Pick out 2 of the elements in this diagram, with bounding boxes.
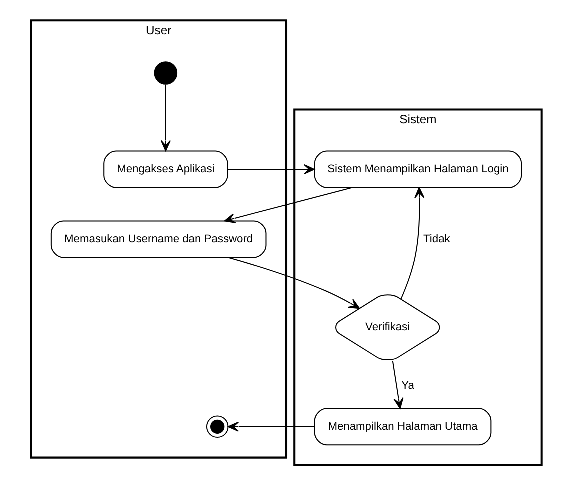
edge-label: Ya bbox=[401, 380, 414, 392]
edge-label: Tidak bbox=[423, 233, 450, 246]
